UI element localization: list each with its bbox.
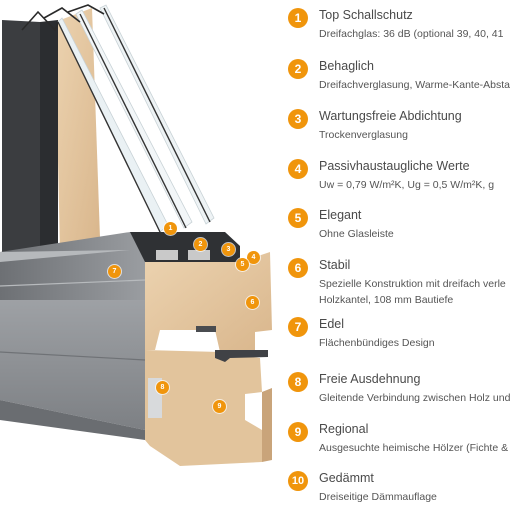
glass-line-2 [79,13,187,229]
gasket-1 [196,326,216,332]
feature-number-badge: 8 [288,372,308,392]
feature-title: Stabil [319,258,351,272]
feature-description: Uw = 0,79 W/m²K, Ug = 0,5 W/m²K, g [319,179,495,191]
feature-number-badge: 9 [288,422,308,442]
feature-number-badge: 10 [288,471,308,491]
feature-item: 3 Wartungsfreie Abdichtung Trockenvergla… [288,109,520,149]
feature-list: 1 Top Schallschutz Dreifachglas: 36 dB (… [288,8,520,518]
aluminium-sill [0,400,145,440]
glass-edge-2 [43,7,81,23]
glass-line-1 [57,21,161,233]
spacer-insulation-1 [156,250,178,260]
feature-number-badge: 3 [288,109,308,129]
gasket-2 [215,350,268,362]
feature-item: 9 Regional Ausgesuchte heimische Hölzer … [288,422,520,462]
wood-end-face [262,388,272,462]
callout-badge-4: 4 [247,251,260,264]
callout-badge-8: 8 [156,381,169,394]
feature-title: Regional [319,422,369,436]
feature-number-badge: 1 [288,8,308,28]
feature-title: Freie Ausdehnung [319,372,421,386]
frame-wood-section [145,350,262,466]
feature-description: Ausgesuchte heimische Hölzer (Fichte & [319,442,509,454]
feature-title: Elegant [319,208,362,222]
aluminium-cover-face [0,300,145,430]
feature-title: Gedämmt [319,471,374,485]
glass-line-3 [103,7,211,223]
feature-item: 8 Freie Ausdehnung Gleitende Verbindung … [288,372,520,412]
feature-item: 2 Behaglich Dreifachverglasung, Warme-Ka… [288,59,520,99]
feature-item: 7 Edel Flächenbündiges Design [288,317,520,357]
feature-description: Flächenbündiges Design [319,337,435,349]
feature-item: 6 Stabil Spezielle Konstruktion mit drei… [288,258,520,316]
feature-description: Dreiseitige Dämmauflage [319,491,437,503]
feature-number-badge: 7 [288,317,308,337]
feature-number-badge: 2 [288,59,308,79]
feature-description: Dreifachglas: 36 dB (optional 39, 40, 41 [319,28,504,40]
feature-description: Dreifachverglasung, Warme-Kante-Absta [319,79,511,91]
feature-description: Trockenverglasung [319,129,408,141]
aluminium-groove-1 [0,279,146,287]
feature-item: 1 Top Schallschutz Dreifachglas: 36 dB (… [288,8,520,48]
feature-title: Wartungsfreie Abdichtung [319,109,462,123]
spacer-insulation-2 [188,250,210,260]
callout-badge-2: 2 [194,238,207,251]
callout-badge-5: 5 [236,258,249,271]
feature-description-line-2: Holzkantel, 108 mm Bautiefe [319,294,454,306]
feature-title: Passivhaustaugliche Werte [319,159,470,173]
glass-edge-3 [67,4,105,15]
feature-title: Edel [319,317,345,331]
sash-wood-upper [55,8,100,252]
callout-badge-1: 1 [164,222,177,235]
callout-badge-7: 7 [108,265,121,278]
feature-title: Behaglich [319,59,374,73]
feature-description: Ohne Glasleiste [319,228,394,240]
feature-title: Top Schallschutz [319,8,413,22]
fitting-cover [0,250,130,262]
aluminium-groove-2 [0,351,146,361]
callout-badge-3: 3 [222,243,235,256]
feature-item: 10 Gedämmt Dreiseitige Dämmauflage [288,471,520,511]
sash-dark-side [40,20,58,262]
sash-dark-profile [2,20,40,262]
feature-number-badge: 4 [288,159,308,179]
feature-number-badge: 5 [288,208,308,228]
window-frame-illustration [0,4,272,466]
feature-item: 4 Passivhaustaugliche Werte Uw = 0,79 W/… [288,159,520,199]
callout-badge-6: 6 [246,296,259,309]
callout-badge-9: 9 [213,400,226,413]
feature-description: Gleitende Verbindung zwischen Holz und [319,392,511,404]
glass-edge-1 [21,10,59,32]
sash-wood-section [145,252,272,352]
aluminium-cover-top [0,232,145,300]
feature-item: 5 Elegant Ohne Glasleiste [288,208,520,248]
feature-description: Spezielle Konstruktion mit dreifach verl… [319,278,506,290]
feature-number-badge: 6 [288,258,308,278]
